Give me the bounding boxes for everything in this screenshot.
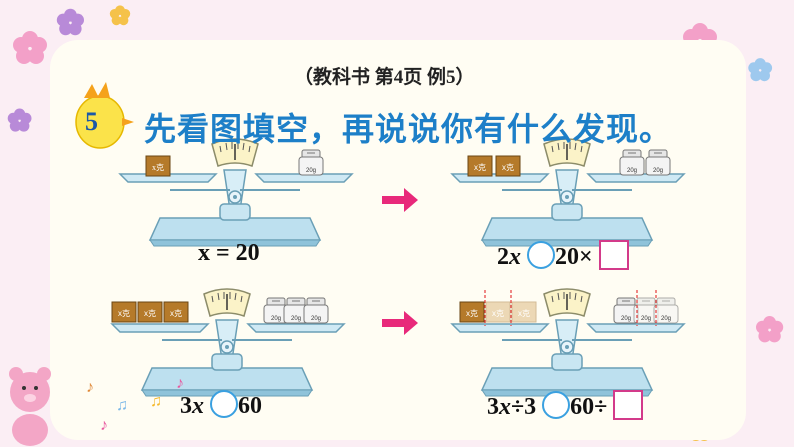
example-number: 5: [85, 107, 98, 136]
eq4-variable: x: [499, 394, 511, 420]
svg-text:20g: 20g: [311, 316, 321, 322]
equation-2: 2x 20×: [497, 240, 629, 271]
balance-scale-3: x克 x克 x克 20g 20g 20g: [111, 288, 345, 397]
arrow-right-icon: [382, 311, 418, 335]
svg-text:♪: ♪: [100, 417, 108, 434]
eq3-relation-blank[interactable]: [210, 390, 238, 418]
equation-4: 3x÷3 60÷: [487, 390, 644, 421]
svg-text:x克: x克: [474, 163, 486, 172]
equation-3: 3x 60: [180, 390, 262, 420]
instruction-text: 先看图填空，再说说你有什么发现。: [144, 111, 673, 147]
chick-icon: [75, 82, 134, 149]
eq4-divisor-blank[interactable]: [613, 390, 644, 420]
svg-text:♫: ♫: [150, 393, 162, 410]
svg-text:x克: x克: [466, 309, 478, 318]
textbook-reference: （教科书 第4页 例5）: [294, 67, 475, 88]
eq3-variable: x: [192, 393, 204, 419]
balance-scale-2: x克 x克 20g 20g: [451, 138, 685, 247]
eq3-rhs: 60: [238, 393, 262, 419]
eq2-coefficient: 2: [497, 244, 509, 270]
svg-text:x克: x克: [492, 309, 504, 318]
balance-scale-1: x克 20g: [119, 138, 353, 247]
svg-text:20g: 20g: [621, 316, 631, 322]
svg-text:x克: x克: [152, 163, 164, 172]
arrow-right-icon: [382, 188, 418, 212]
eq4-coefficient: 3: [487, 394, 499, 420]
svg-text:x克: x克: [118, 309, 130, 318]
svg-text:20g: 20g: [641, 316, 651, 322]
eq2-variable: x: [509, 244, 521, 270]
svg-text:♫: ♫: [116, 397, 128, 414]
eq4-rhs: 60÷: [570, 394, 608, 420]
eq2-relation-blank[interactable]: [527, 241, 555, 269]
eq2-multiplier-blank[interactable]: [598, 240, 629, 270]
bear-icon: [9, 367, 51, 446]
svg-text:20g: 20g: [661, 316, 671, 322]
svg-text:x克: x克: [502, 163, 514, 172]
equation-1-text: x = 20: [198, 240, 260, 266]
svg-text:20g: 20g: [291, 316, 301, 322]
eq2-rhs: 20×: [555, 244, 593, 270]
svg-text:20g: 20g: [627, 168, 637, 174]
svg-text:20g: 20g: [306, 168, 316, 174]
eq3-coefficient: 3: [180, 393, 192, 419]
svg-text:20g: 20g: [271, 316, 281, 322]
svg-text:x克: x克: [518, 309, 530, 318]
svg-text:x克: x克: [170, 309, 182, 318]
svg-text:20g: 20g: [653, 168, 663, 174]
eq4-divisor: ÷3: [511, 394, 537, 420]
eq4-relation-blank[interactable]: [542, 391, 571, 419]
music-note-icon: ♪ ♫ ♪ ♫ ♪: [86, 375, 184, 434]
svg-text:x克: x克: [144, 309, 156, 318]
svg-text:♪: ♪: [176, 375, 184, 392]
balance-scale-4: x克 x克 x克 20g 20g 20g: [451, 288, 685, 397]
equation-1: x = 20: [198, 240, 260, 267]
svg-text:♪: ♪: [86, 379, 94, 396]
